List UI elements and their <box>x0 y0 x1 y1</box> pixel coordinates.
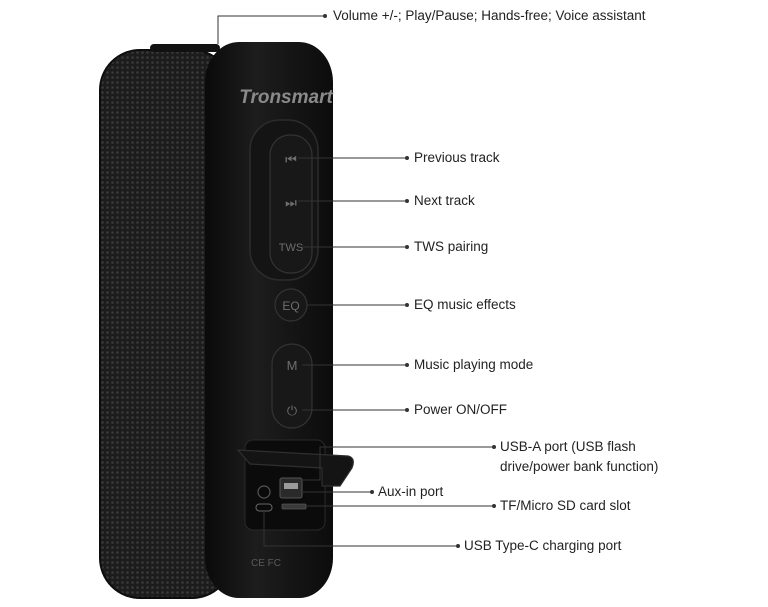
button-group-track <box>269 134 313 274</box>
label-usb-c-port: USB Type-C charging port <box>464 538 622 553</box>
dot-tf <box>492 504 496 508</box>
leader-usb-a <box>300 446 494 481</box>
dot-volume <box>323 14 327 18</box>
power-icon[interactable]: ⏻ <box>287 404 297 419</box>
usb-a-tongue <box>284 483 298 489</box>
label-next-track: Next track <box>414 193 475 208</box>
dot-usb-a <box>492 445 496 449</box>
dot-aux <box>370 490 374 494</box>
label-tws-pairing: TWS pairing <box>414 239 489 254</box>
aux-in-port[interactable] <box>257 485 271 499</box>
top-button[interactable] <box>150 44 220 52</box>
dot-next <box>405 199 409 203</box>
certification-marks: CE FC <box>251 558 281 569</box>
usb-c-port[interactable] <box>255 503 273 512</box>
label-music-playing-mode: Music playing mode <box>414 357 534 372</box>
dot-mode <box>405 363 409 367</box>
dot-tws <box>405 245 409 249</box>
label-volume: Volume +/-; Play/Pause; Hands-free; Voic… <box>333 8 646 23</box>
callout-lines <box>217 15 494 547</box>
dot-power <box>405 408 409 412</box>
leader-volume <box>217 15 325 44</box>
leader-usb-c <box>263 511 458 547</box>
tf-card-slot[interactable] <box>281 503 307 510</box>
dot-prev <box>405 156 409 160</box>
dot-eq <box>405 303 409 307</box>
label-eq-music-effects: EQ music effects <box>414 297 516 312</box>
port-flap[interactable] <box>236 449 354 487</box>
next-track-icon[interactable]: ⏭ <box>285 196 297 211</box>
label-tf-card-slot: TF/Micro SD card slot <box>500 498 631 513</box>
previous-track-icon[interactable]: ⏮ <box>285 153 297 168</box>
label-aux-in-port: Aux-in port <box>378 484 444 499</box>
mode-button[interactable]: M <box>287 358 298 373</box>
label-previous-track: Previous track <box>414 150 500 165</box>
label-usb-a-port: USB-A port (USB flash drive/power bank f… <box>500 439 659 474</box>
eq-button[interactable]: EQ <box>282 299 299 313</box>
dot-usb-c <box>456 544 460 548</box>
tws-button[interactable]: TWS <box>279 242 303 254</box>
brand-logo: Tronsmart <box>239 87 333 108</box>
callout-dots <box>323 14 496 548</box>
label-power: Power ON/OFF <box>414 402 508 417</box>
